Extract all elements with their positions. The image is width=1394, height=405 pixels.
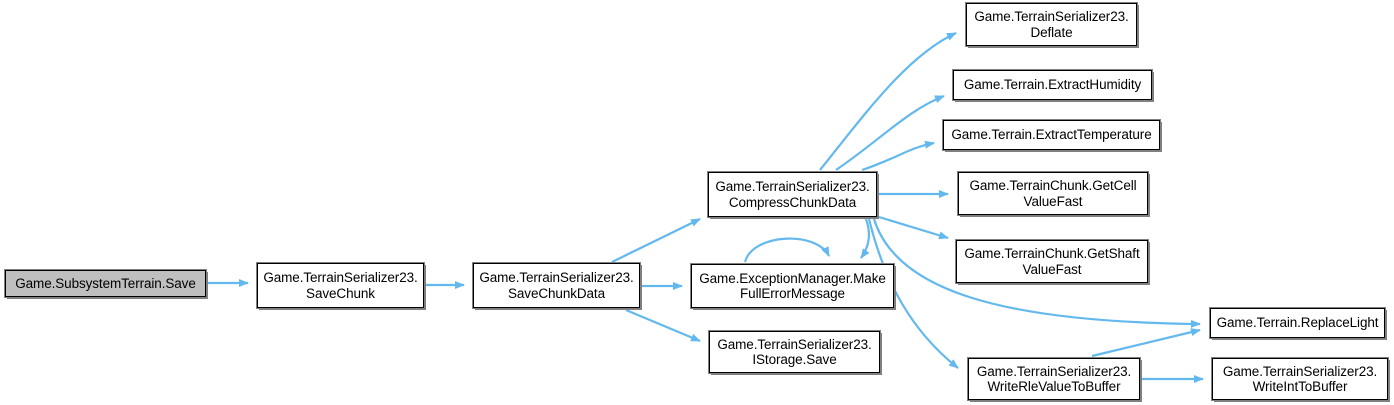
- edge-compresschunkdata-to-extracttemperature: [861, 140, 935, 172]
- node-game-terrain-extracttemperature[interactable]: Game.Terrain.ExtractTemperature: [942, 119, 1161, 151]
- node-game-terrain-replacelight[interactable]: Game.Terrain.ReplaceLight: [1209, 307, 1386, 339]
- edge-compresschunkdata-to-makefullerrormessage-curve: [860, 218, 870, 259]
- node-game-terrainserializer23-deflate[interactable]: Game.TerrainSerializer23. Deflate: [965, 2, 1138, 47]
- edge-savechunkdata-to-compresschunkdata: [611, 218, 701, 263]
- node-game-terrainchunk-getshaftvaluefast[interactable]: Game.TerrainChunk.GetShaft ValueFast: [955, 239, 1149, 284]
- node-game-terrainserializer23-istorage-save[interactable]: Game.TerrainSerializer23. IStorage.Save: [708, 330, 881, 374]
- node-game-subsystemterrain-save[interactable]: Game.SubsystemTerrain.Save: [4, 269, 207, 298]
- node-game-exceptionmanager-makefullerrormessage[interactable]: Game.ExceptionManager.Make FullErrorMess…: [690, 263, 895, 309]
- edge-savechunkdata-to-istoragesave: [625, 308, 701, 343]
- edge-makefullerrormessage-self-loop: [743, 237, 830, 263]
- edge-compresschunkdata-to-extracthumidity: [835, 94, 945, 171]
- node-game-terrain-extracthumidity[interactable]: Game.Terrain.ExtractHumidity: [952, 69, 1153, 101]
- node-game-terrainchunk-getcellvaluefast[interactable]: Game.TerrainChunk.GetCell ValueFast: [957, 171, 1149, 216]
- edge-compresschunkdata-to-getshaftvaluefast: [878, 215, 949, 240]
- node-game-terrainserializer23-compresschunkdata[interactable]: Game.TerrainSerializer23. CompressChunkD…: [707, 171, 878, 218]
- node-game-terrainserializer23-writeinttobuffer[interactable]: Game.TerrainSerializer23. WriteIntToBuff…: [1211, 357, 1389, 401]
- edge-compresschunkdata-to-writerlevaluetobuffer: [867, 218, 959, 369]
- node-game-terrainserializer23-writerlevaluetobuffer[interactable]: Game.TerrainSerializer23. WriteRleValueT…: [967, 357, 1141, 401]
- edge-compresschunkdata-to-deflate: [819, 32, 957, 171]
- edge-writerlevaluetobuffer-to-replacelight: [1091, 328, 1201, 358]
- node-game-terrainserializer23-savechunk[interactable]: Game.TerrainSerializer23. SaveChunk: [256, 262, 425, 309]
- edge-compresschunkdata-to-replacelight: [872, 218, 1201, 328]
- node-game-terrainserializer23-savechunkdata[interactable]: Game.TerrainSerializer23. SaveChunkData: [472, 262, 641, 309]
